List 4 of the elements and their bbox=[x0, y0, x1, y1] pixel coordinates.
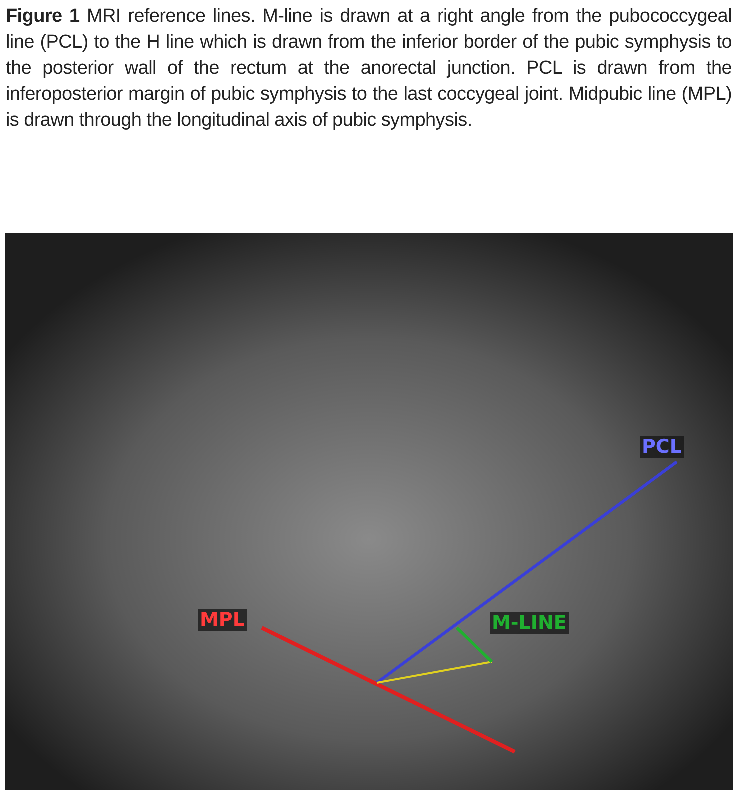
line-label: M-LINE bbox=[490, 612, 569, 634]
line-label: PCL bbox=[640, 436, 684, 458]
line-label: MPL bbox=[198, 609, 247, 631]
figure-caption: Figure 1 MRI reference lines. M-line is drawn at a right angle from the pubococcygeal line (PCL) to the H line which is drawn from the inferior border of the pubic symphysis to the posterior wall of the rectum at the anorectal junction. PCL is drawn from the inferoposterior margin of pubic symphysis to the last coccygeal joint. Midpubic line (MPL) is drawn through the longitudinal axis of pubic symphysis. bbox=[6, 5, 732, 133]
